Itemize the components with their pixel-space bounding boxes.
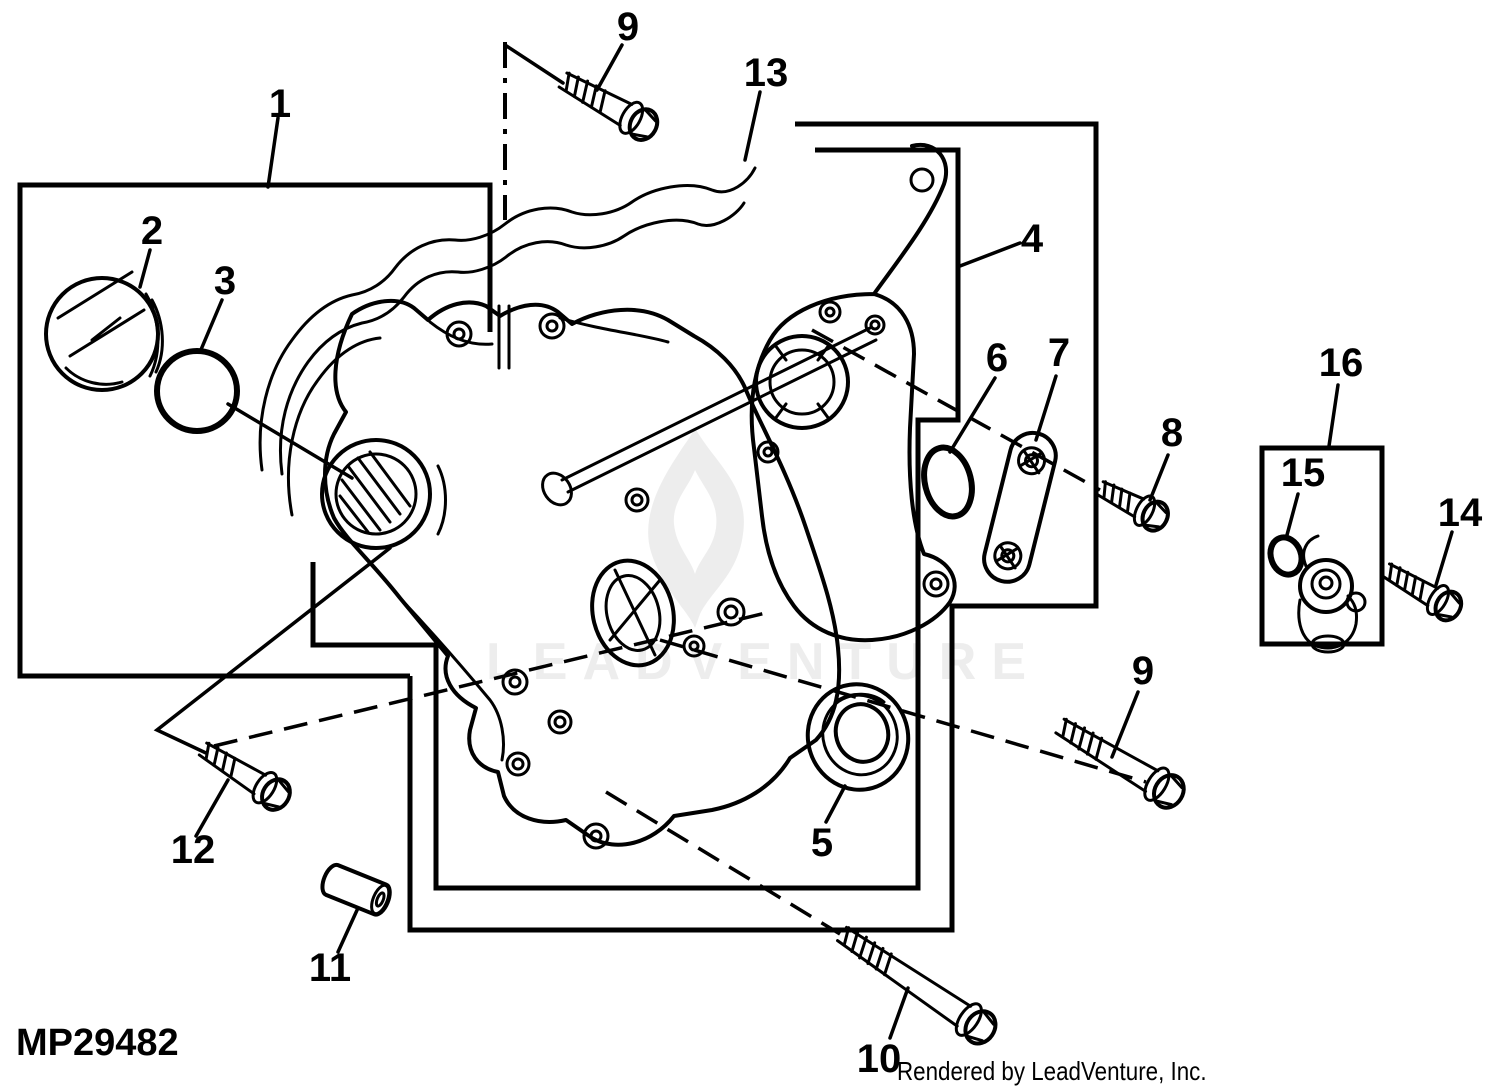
- bolt-9-top-drawing: [557, 71, 660, 142]
- o-ring-6-drawing: [921, 444, 975, 520]
- callout-4[interactable]: 4: [1021, 217, 1044, 261]
- callout-8[interactable]: 8: [1161, 411, 1183, 455]
- assembly-axis-lines: [213, 42, 1147, 936]
- relief-valve-16-drawing: [1297, 534, 1367, 654]
- callout-15[interactable]: 15: [1281, 451, 1326, 495]
- leader-lines: [138, 43, 1454, 1040]
- bolt-14-drawing: [1381, 562, 1464, 623]
- box-part4-region: [310, 121, 1099, 933]
- bolt-12-drawing: [197, 741, 292, 812]
- callout-3[interactable]: 3: [214, 259, 236, 303]
- callout-12[interactable]: 12: [171, 828, 216, 872]
- bolt-9-right-drawing: [1054, 717, 1186, 810]
- callout-labels: 1 2 3 4 5 6 7 8 9 9 10 11 12 13 14 15 16: [141, 5, 1483, 1081]
- callout-13[interactable]: 13: [744, 51, 789, 95]
- callout-9-right[interactable]: 9: [1132, 649, 1154, 693]
- bolt-8-drawing: [1095, 480, 1170, 533]
- inset-box-16: [1259, 445, 1385, 647]
- callout-11[interactable]: 11: [309, 946, 351, 990]
- footer-credit-text: Rendered by LeadVenture, Inc.: [897, 1056, 1207, 1086]
- o-ring-3-drawing: [154, 348, 354, 480]
- callout-9-top[interactable]: 9: [617, 5, 639, 49]
- leadventure-watermark-text: LEADVENTURE: [486, 633, 1042, 691]
- part-code-label: MP29482: [16, 1022, 179, 1064]
- fill-plug-2-drawing: [44, 270, 164, 392]
- callout-10[interactable]: 10: [857, 1037, 902, 1081]
- timing-cover-drawing: [320, 298, 886, 850]
- oil-seal-5-drawing: [805, 682, 911, 792]
- callout-1[interactable]: 1: [269, 82, 291, 126]
- gasket-13-drawing: [258, 166, 757, 517]
- leadventure-watermark-logo: [648, 428, 744, 628]
- dowel-pin-11-drawing: [320, 862, 392, 917]
- callout-16[interactable]: 16: [1319, 341, 1364, 385]
- callout-2[interactable]: 2: [141, 209, 163, 253]
- box-part1-region: [17, 182, 493, 679]
- bolt-10-drawing: [836, 925, 998, 1046]
- callout-7[interactable]: 7: [1048, 331, 1070, 375]
- o-ring-15-drawing: [1267, 534, 1305, 578]
- callout-6[interactable]: 6: [986, 336, 1008, 380]
- cover-plate-7-drawing: [982, 430, 1058, 584]
- callout-5[interactable]: 5: [811, 821, 833, 865]
- callout-14[interactable]: 14: [1438, 491, 1483, 535]
